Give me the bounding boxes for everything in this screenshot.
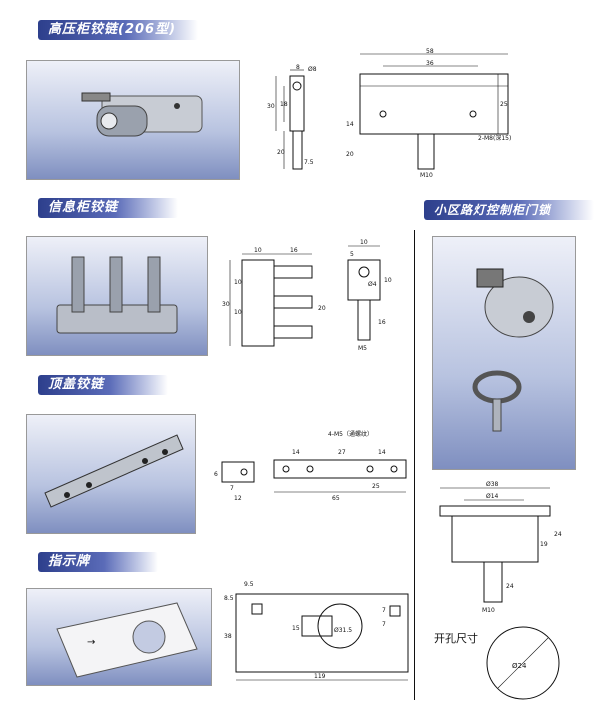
dim-h6: 6 [214, 471, 218, 478]
hinge206-image [81, 92, 203, 137]
dim-w119: 119 [314, 673, 326, 680]
section-title-top-hinge: 顶盖铰链 [38, 375, 168, 395]
hinge206-front-drawing: 58 36 25 14 20 2-M8(深15) M10 [338, 44, 518, 188]
hinge206-side-drawing: 8 Ø8 30 18 20 7.5 [262, 62, 332, 186]
dim-w16: 16 [290, 247, 298, 254]
dim-h24a: 24 [554, 531, 562, 538]
dim-dia315: Ø31.5 [334, 627, 352, 634]
indicator-image: → [56, 602, 198, 678]
dim-s7a: 7 [382, 607, 386, 614]
dim-w27: 27 [338, 449, 346, 456]
dim-h25: 25 [500, 101, 508, 108]
dim-w10: 10 [254, 247, 262, 254]
dim-w65: 65 [332, 495, 340, 502]
dim-m10: M10 [420, 172, 433, 179]
dim-h14: 14 [346, 121, 354, 128]
dim-h20c: 20 [318, 305, 326, 312]
dim-h15: 15 [292, 625, 300, 632]
dim-dia4: Ø4 [368, 281, 377, 288]
dim-w36: 36 [426, 60, 434, 67]
info-hinge-side-drawing: 10 5 Ø4 10 16 M5 [340, 238, 400, 362]
info-hinge-photo [26, 236, 208, 356]
dim-hole-dia: Ø24 [512, 662, 527, 670]
dim-w7: 7 [230, 485, 234, 492]
lock-drawing: Ø38 Ø14 19 24 24 M10 [432, 480, 572, 620]
dim-m10-lock: M10 [482, 607, 495, 614]
dim-m5: M5 [358, 345, 367, 352]
dim-w25: 25 [372, 483, 380, 490]
section-title-indicator: 指示牌 [38, 552, 158, 572]
dim-h7: 7.5 [304, 159, 314, 166]
dim-h30b: 30 [222, 301, 230, 308]
top-hinge-side-drawing: 6 7 12 [210, 456, 270, 510]
dim-d14: Ø14 [486, 493, 499, 500]
dim-h20b: 20 [346, 151, 354, 158]
dim-h24b: 24 [506, 583, 514, 590]
dim-dia8: Ø8 [308, 66, 317, 73]
top-hinge-image [44, 434, 184, 508]
info-hinge-image [56, 256, 178, 334]
dim-w14b: 14 [378, 449, 386, 456]
dim-m8: 2-M8(深15) [478, 134, 511, 142]
dim-h30: 30 [267, 103, 275, 110]
dim-w9: 9.5 [244, 581, 254, 588]
hole-size-label: 开孔尺寸 [434, 632, 478, 645]
hole-size-drawing: Ø24 [478, 620, 568, 710]
lock-image [472, 268, 554, 432]
svg-text:→: → [87, 637, 95, 648]
lock-photo [432, 236, 576, 470]
indicator-photo: → [26, 588, 212, 686]
dim-w5: 5 [350, 251, 354, 258]
hinge206-photo [26, 60, 240, 180]
dim-h38: 38 [224, 633, 232, 640]
indicator-drawing: 9.5 8.5 38 15 Ø31.5 7 7 119 [222, 576, 414, 696]
dim-h18: 18 [280, 101, 288, 108]
dim-h10c: 10 [384, 277, 392, 284]
dim-h16: 16 [378, 319, 386, 326]
dim-h10b: 10 [234, 309, 242, 316]
top-hinge-photo [26, 414, 196, 534]
dim-w1: 8 [296, 64, 300, 71]
dim-h20: 20 [277, 149, 285, 156]
info-hinge-front-drawing: 10 16 30 10 10 20 [222, 244, 332, 358]
top-hinge-front-drawing: 4-M5（通螺纹） 14 27 14 25 65 [266, 424, 416, 508]
section-title-info-hinge: 信息柜铰链 [38, 198, 178, 218]
section-title-hinge206: 高压柜铰链(206型) [38, 20, 198, 40]
dim-s7b: 7 [382, 621, 386, 628]
dim-w12: 12 [234, 495, 242, 502]
dim-h19: 19 [540, 541, 548, 548]
dim-w58: 58 [426, 48, 434, 55]
dim-w14a: 14 [292, 449, 300, 456]
dim-d38: Ø38 [486, 481, 499, 488]
dim-h10a: 10 [234, 279, 242, 286]
column-divider [414, 230, 415, 700]
dim-m5-thread: 4-M5（通螺纹） [328, 430, 373, 438]
dim-h8: 8.5 [224, 595, 234, 602]
section-title-lock: 小区路灯控制柜门锁 [424, 200, 594, 220]
dim-w10b: 10 [360, 239, 368, 246]
